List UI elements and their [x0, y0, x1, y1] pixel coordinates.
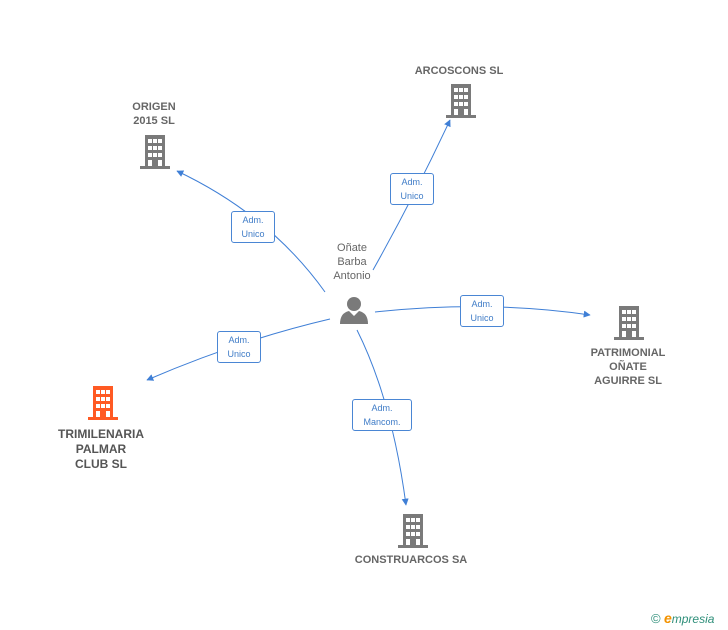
relation-text: Unico — [470, 313, 494, 323]
company-label-origen[interactable]: ORIGEN 2015 SL — [132, 100, 175, 128]
relation-text: Unico — [227, 349, 251, 359]
company-name-line: 2015 SL — [133, 115, 175, 127]
building-icon[interactable] — [446, 84, 476, 118]
relation-text: Adm. — [401, 177, 423, 187]
company-name-line: PALMAR — [75, 442, 127, 456]
relation-badge-trimilenaria[interactable]: Adm. Unico — [217, 331, 261, 363]
relation-text: Adm. — [228, 335, 250, 345]
brand-logo[interactable]: © empresia — [651, 610, 714, 626]
building-icon[interactable] — [614, 306, 644, 340]
company-name-line: ORIGEN — [132, 101, 176, 113]
company-label-arcoscons[interactable]: ARCOSCONS SL — [415, 64, 504, 78]
company-name-line: AGUIRRE SL — [594, 375, 662, 387]
company-label-patrimonial[interactable]: PATRIMONIAL OÑATE AGUIRRE SL — [591, 346, 666, 388]
company-label-trimilenaria[interactable]: TRIMILENARIA PALMAR CLUB SL — [58, 427, 144, 472]
relation-text: Adm. — [242, 215, 264, 225]
company-name-line: ARCOSCONS SL — [414, 65, 504, 77]
relation-badge-patrimonial[interactable]: Adm. Unico — [460, 295, 504, 327]
company-name-line: PATRIMONIAL — [590, 347, 666, 359]
copyright-icon: © — [651, 611, 661, 626]
person-name-label[interactable]: Oñate Barba Antonio — [333, 241, 370, 283]
person-icon[interactable] — [339, 296, 369, 324]
relation-badge-arcoscons[interactable]: Adm. Unico — [390, 173, 434, 205]
relation-text: Adm. — [371, 403, 393, 413]
relation-text: Unico — [241, 229, 265, 239]
building-icon-highlighted[interactable] — [88, 386, 118, 420]
relation-badge-origen[interactable]: Adm. Unico — [231, 211, 275, 243]
company-name-line: CLUB SL — [75, 457, 127, 471]
person-name-line: Oñate — [337, 242, 367, 254]
person-name-line: Antonio — [333, 270, 371, 282]
building-icon[interactable] — [140, 135, 170, 169]
building-icon[interactable] — [398, 514, 428, 548]
company-name-line: TRIMILENARIA — [58, 427, 144, 441]
relation-text: Mancom. — [363, 417, 401, 427]
relation-text: Unico — [400, 191, 424, 201]
person-name-line: Barba — [337, 256, 367, 268]
brand-e: e — [663, 610, 672, 626]
company-name-line: CONSTRUARCOS SA — [354, 554, 468, 566]
relation-text: Adm. — [471, 299, 493, 309]
relation-badge-construarcos[interactable]: Adm. Mancom. — [352, 399, 412, 431]
company-label-construarcos[interactable]: CONSTRUARCOS SA — [355, 553, 467, 567]
company-name-line: OÑATE — [609, 361, 647, 373]
brand-name: mpresia — [671, 612, 715, 626]
